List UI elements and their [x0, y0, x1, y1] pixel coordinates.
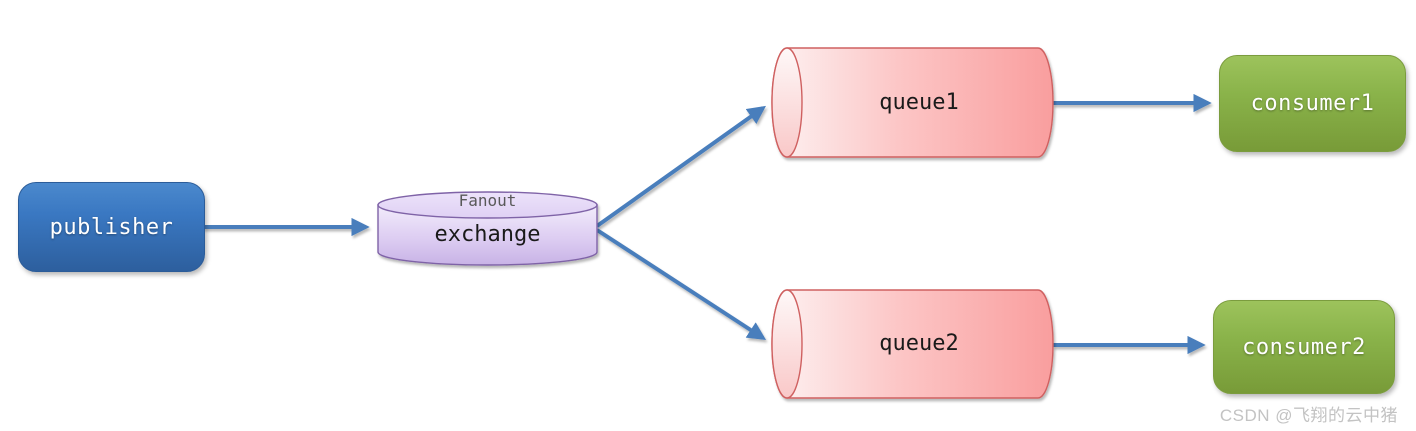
consumer1-label: consumer1: [1250, 91, 1375, 116]
arrow-exchange-to-queue1: [595, 105, 766, 228]
consumer2-label: consumer2: [1242, 334, 1366, 360]
queue1-label: queue1: [879, 90, 959, 115]
exchange-cylinder: [377, 191, 598, 266]
queue2-label: queue2: [879, 331, 959, 356]
queue1-cylinder: [771, 47, 1054, 158]
exchange-label: exchange: [434, 222, 541, 247]
queue2-cylinder: [771, 289, 1054, 399]
publisher-label: publisher: [49, 214, 174, 240]
arrow-exchange-to-queue2: [595, 228, 767, 341]
consumer2-node: consumer2: [1213, 300, 1395, 394]
exchange-type-label: Fanout: [458, 191, 517, 210]
consumer1-node: consumer1: [1219, 55, 1406, 152]
csdn-watermark: CSDN @飞翔的云中猪: [1219, 406, 1398, 425]
publisher-node: publisher: [18, 182, 205, 272]
